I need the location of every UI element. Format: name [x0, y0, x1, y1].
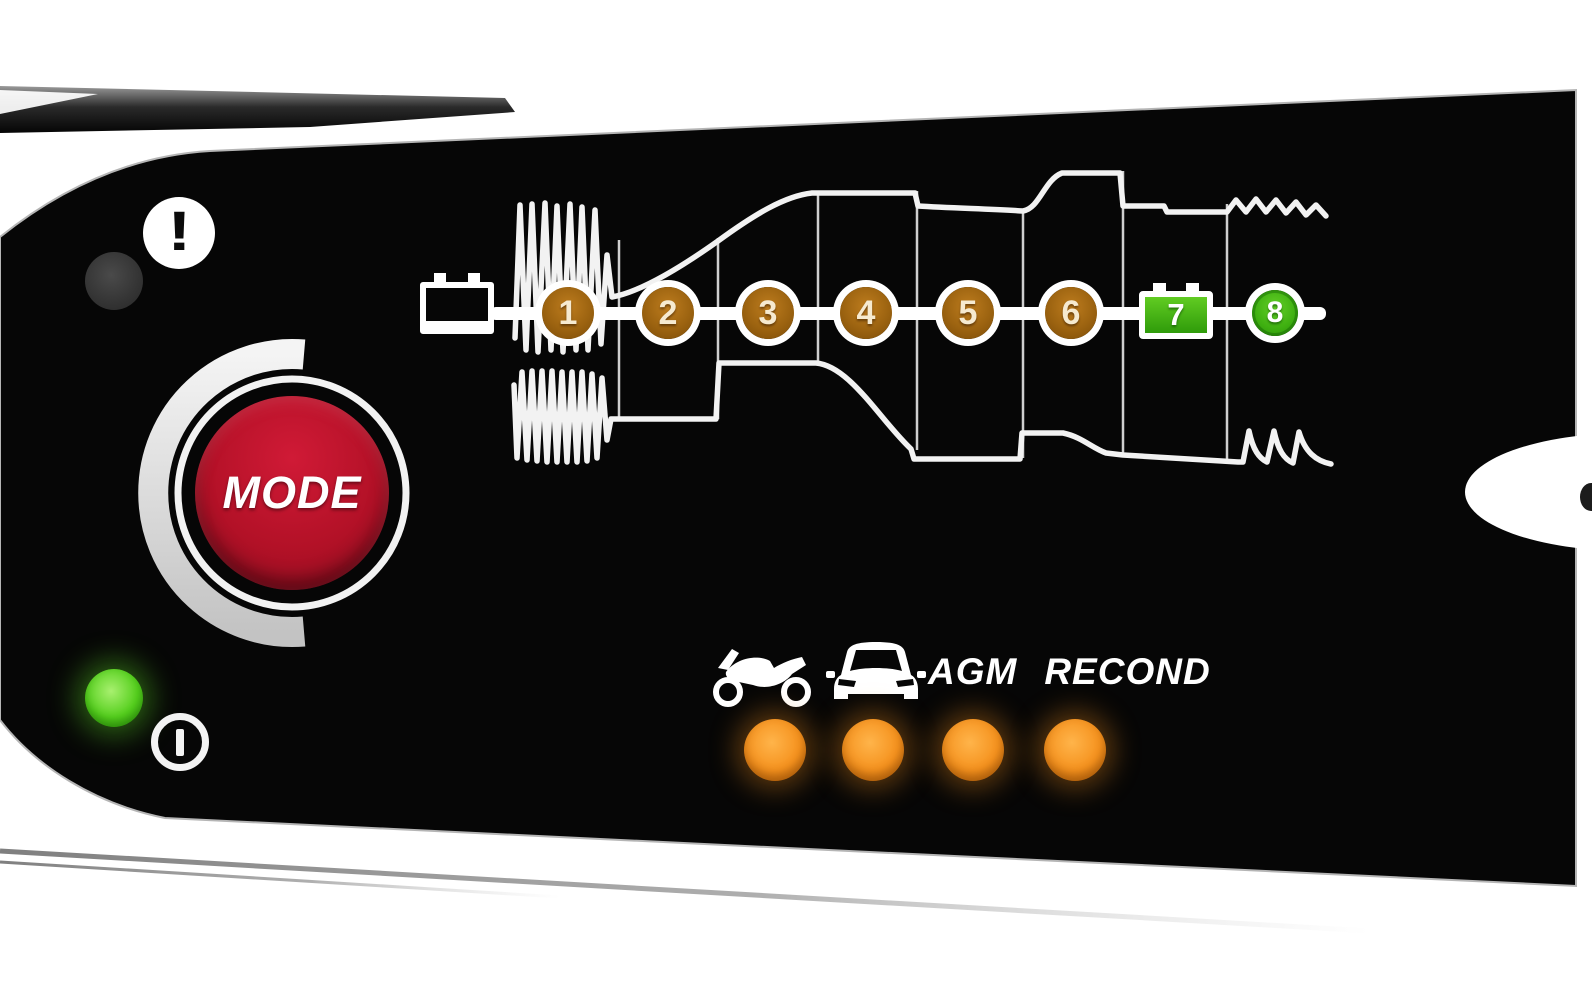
car-icon	[826, 637, 926, 705]
mode-label-agm: AGM	[928, 651, 1018, 692]
mode-label-recond: RECOND	[1044, 651, 1211, 692]
mounting-notch	[1465, 434, 1592, 550]
battery-terminal	[468, 273, 480, 283]
charger-body-edge	[0, 86, 515, 133]
charger-body-edge-highlight	[0, 90, 98, 114]
charge-stage-7: 7	[1139, 283, 1213, 339]
mode-led-car	[842, 719, 904, 781]
charge-stage-5: 5	[942, 287, 994, 339]
stage-number: 6	[1061, 293, 1081, 332]
voltage-curve	[512, 170, 1329, 355]
warning-glyph: !	[166, 199, 192, 262]
charge-stage-4: 4	[840, 287, 892, 339]
current-curve	[511, 360, 1334, 467]
stage-number: 2	[658, 293, 678, 332]
mode-button[interactable]: MODE	[195, 396, 389, 590]
stage-number: 1	[558, 293, 578, 332]
stage-number: 8	[1266, 296, 1284, 329]
battery-terminal	[434, 273, 446, 283]
charge-stage-6: 6	[1045, 287, 1097, 339]
power-icon-bar	[176, 728, 184, 756]
mode-button-ring	[174, 375, 410, 611]
mode-led-motorcycle	[744, 719, 806, 781]
charge-stage-3: 3	[742, 287, 794, 339]
charge-stage-8: 8	[1252, 290, 1298, 336]
mode-labels: AGM RECOND	[928, 651, 1211, 693]
motorcycle-icon	[712, 640, 812, 708]
battery-icon	[420, 273, 494, 334]
body-groove	[0, 848, 1371, 934]
stage-number: 3	[758, 293, 778, 332]
charge-stage-1: 1	[542, 287, 594, 339]
warning-led	[85, 252, 143, 310]
power-icon	[151, 713, 209, 771]
power-led	[85, 669, 143, 727]
flow-line	[490, 307, 1326, 320]
stage-number: 7	[1167, 297, 1185, 332]
stage-number: 5	[958, 293, 978, 332]
mode-button-label: MODE	[222, 467, 362, 518]
mode-led-agm	[942, 719, 1004, 781]
battery-terminal	[1186, 283, 1199, 292]
mounting-notch-hole	[1580, 483, 1592, 511]
body-groove	[0, 860, 561, 899]
battery-terminal	[1153, 283, 1166, 292]
stage-number: 4	[856, 293, 876, 332]
charge-stage-2: 2	[642, 287, 694, 339]
mode-led-recond	[1044, 719, 1106, 781]
warning-icon: !	[143, 197, 215, 269]
mode-button-arc	[138, 339, 306, 647]
